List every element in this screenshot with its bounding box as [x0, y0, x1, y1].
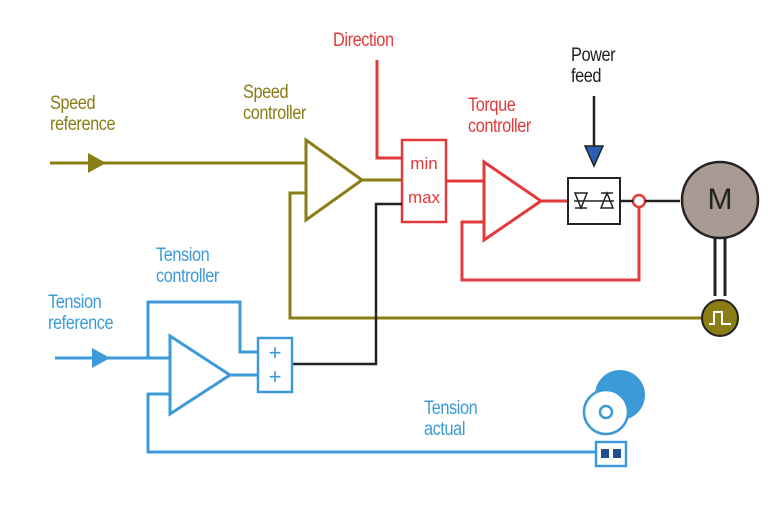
thyristor-left-icon [573, 192, 589, 211]
min-max-selector [400, 138, 448, 224]
tension-controller-label: Tension controller [156, 245, 219, 287]
speed-encoder [701, 299, 739, 337]
speed-controller-amplifier [304, 137, 365, 223]
tension-controller-bypass-line [146, 300, 258, 358]
tension-reference-label: Tension reference [48, 292, 114, 334]
torque-loop [375, 60, 647, 282]
tension-controller-amplifier [168, 333, 233, 417]
power-converter [567, 177, 621, 225]
power-feed-label: Power feed [571, 45, 616, 87]
pulse-icon [709, 311, 731, 325]
speed-controller-label: Speed controller [243, 82, 306, 124]
load-cell [594, 440, 628, 468]
direction-line [375, 60, 402, 160]
tension-sensor [582, 370, 645, 468]
thyristor-right-icon [599, 190, 615, 209]
power-feed-arrow [583, 145, 605, 168]
torque-controller-label: Torque controller [468, 95, 531, 137]
tension-loop [55, 300, 595, 454]
current-feedback-line [460, 207, 641, 282]
speed-reference-label: Speed reference [50, 93, 116, 135]
speed-feedback-line [288, 191, 718, 320]
tension-actual-label: Tension actual [424, 398, 478, 440]
motor-shaft [713, 238, 727, 296]
tension-reference-arrow [92, 348, 110, 368]
tension-to-minmax-line [292, 202, 402, 366]
sum-plus-top: + [268, 340, 282, 365]
summing-junction [256, 336, 294, 394]
speed-reference-arrow [88, 153, 106, 173]
max-label: max [407, 188, 441, 207]
torque-controller-amplifier [482, 159, 544, 243]
motor [680, 160, 760, 240]
direction-label: Direction [333, 30, 394, 51]
min-label: min [410, 154, 438, 173]
sum-plus-bottom: + [268, 364, 282, 389]
tension-actual-line [146, 392, 595, 454]
current-sensor [631, 193, 647, 209]
motor-label: M [707, 183, 733, 216]
